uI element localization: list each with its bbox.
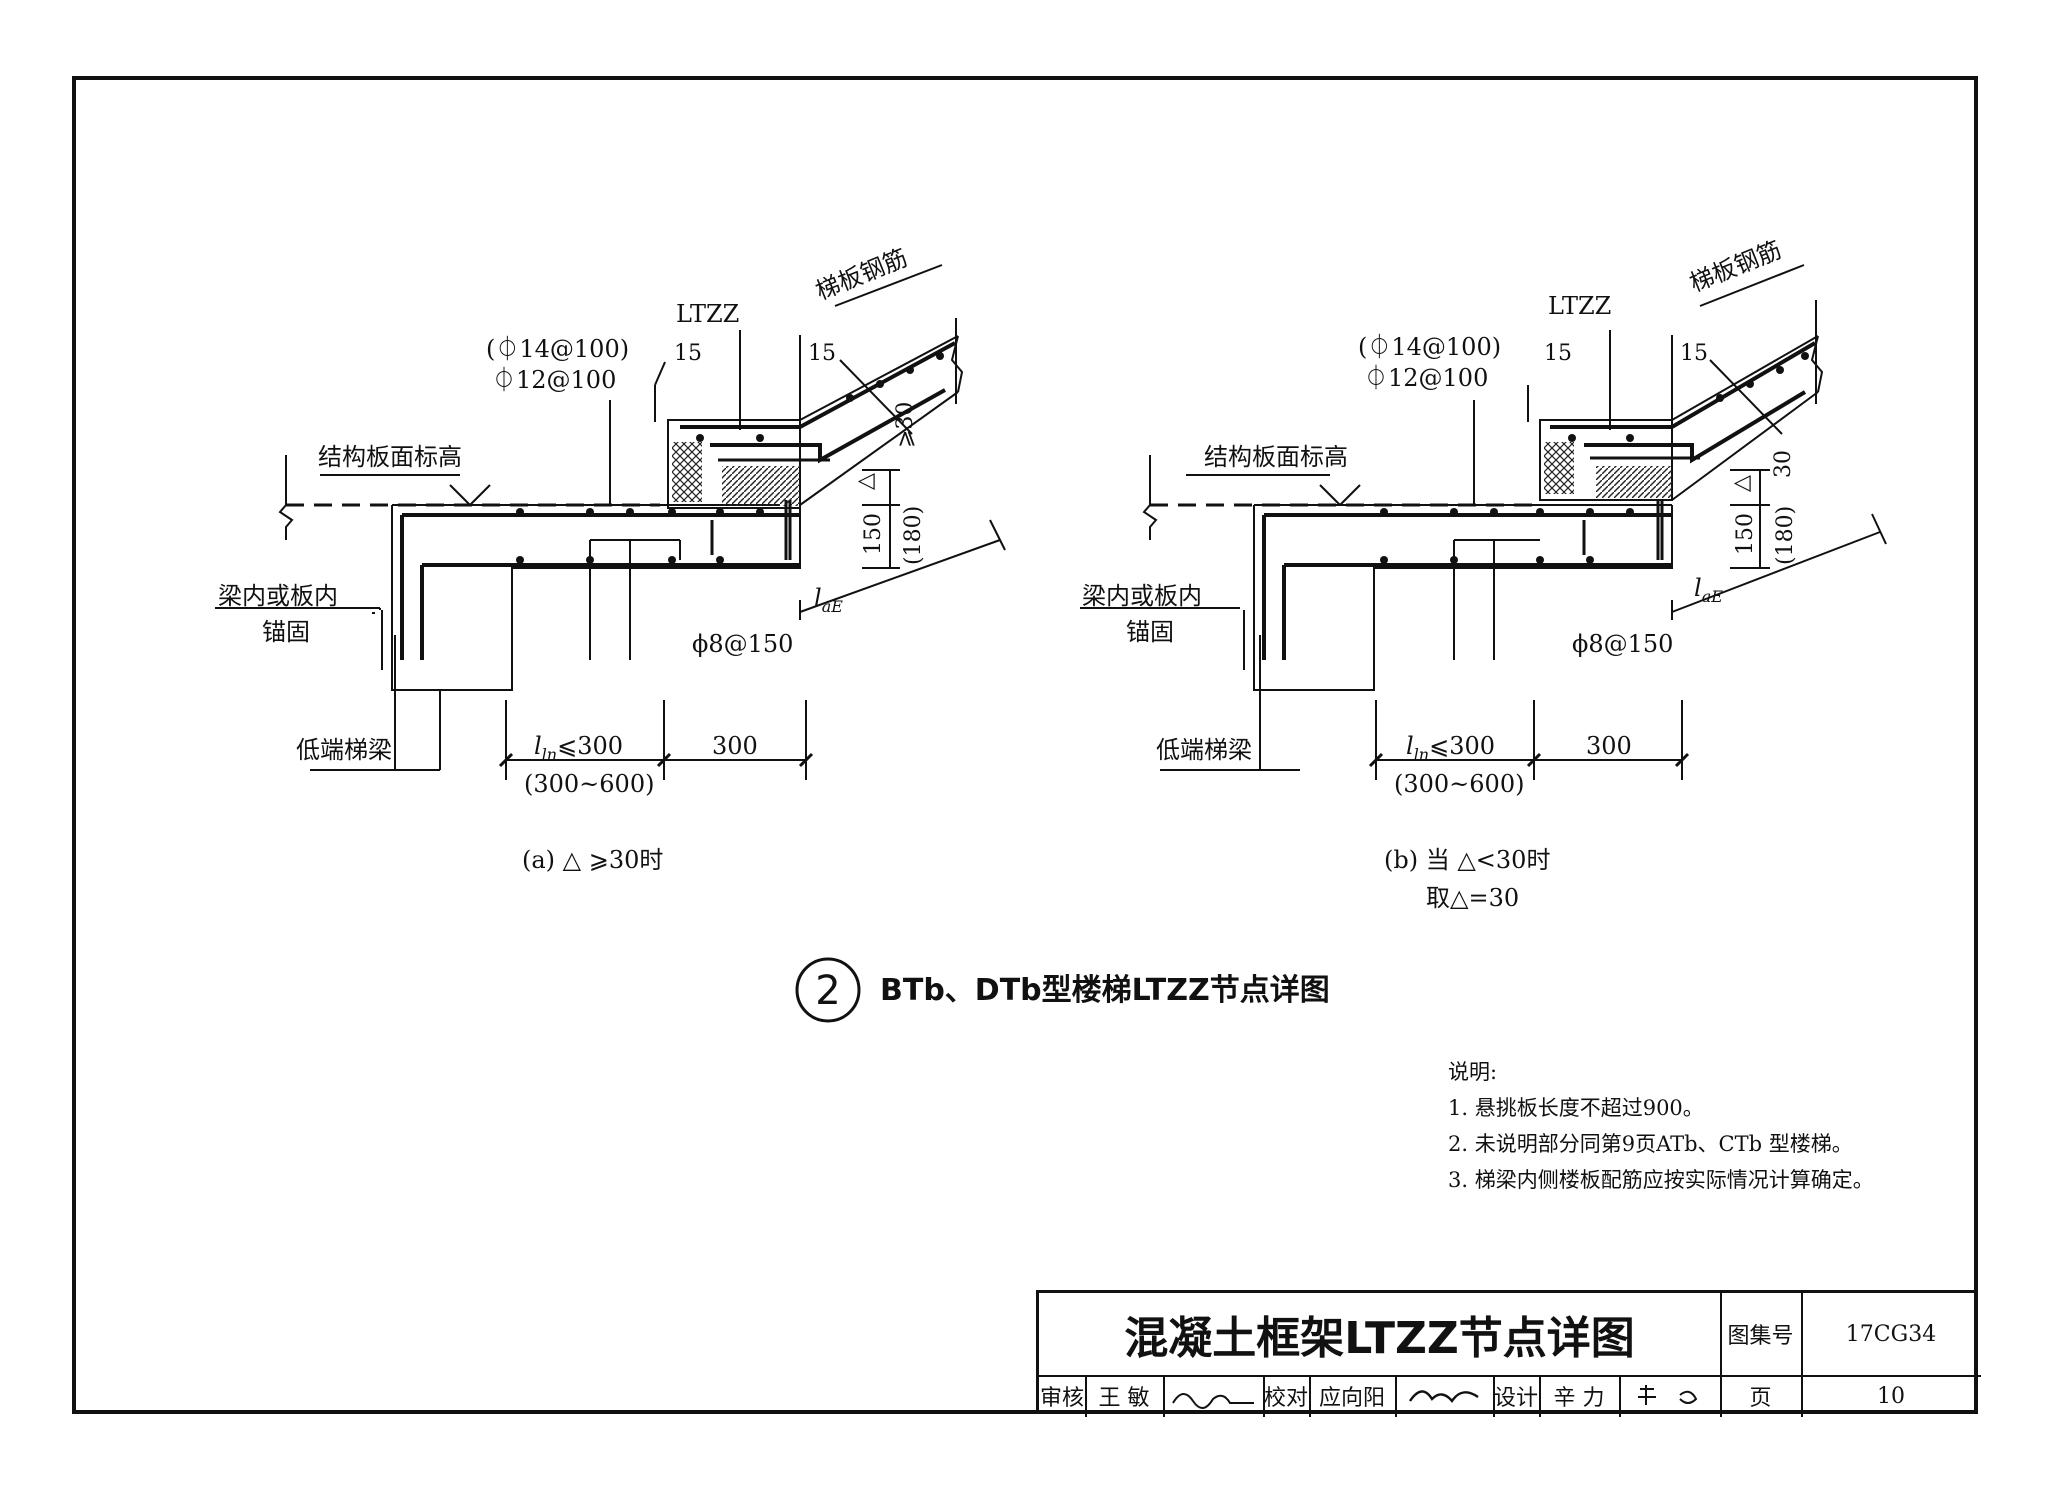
caption-a: (a) △ ⩾30时 bbox=[522, 846, 663, 874]
detail-title: BTb、DTb型楼梯LTZZ节点详图 bbox=[880, 973, 1330, 1008]
rebar-top-label: (⏀14@100) bbox=[486, 335, 629, 363]
drawing-frame bbox=[72, 76, 1978, 1414]
slab-top-label: 结构板面标高 bbox=[1204, 443, 1348, 471]
ltzz-label: LTZZ bbox=[676, 300, 739, 328]
review-label: 审核 bbox=[1039, 1386, 1084, 1411]
detail-number-circle bbox=[795, 957, 861, 1023]
notes-heading: 说明: bbox=[1448, 1060, 1498, 1084]
stair-rebar-label: 梯板钢筋 bbox=[1686, 236, 1785, 298]
design-signature bbox=[1619, 1375, 1720, 1417]
check-name: 应向阳 bbox=[1318, 1386, 1385, 1411]
notes: 说明: 1. 悬挑板长度不超过900。 2. 未说明部分同第9页ATb、CTb … bbox=[1448, 1054, 1874, 1198]
dim-ln-label: lln⩽300 bbox=[534, 732, 623, 764]
note-item: 3. 梯梁内侧楼板配筋应按实际情况计算确定。 bbox=[1448, 1168, 1874, 1192]
design-name: 辛 力 bbox=[1553, 1386, 1605, 1411]
review-signature-mark bbox=[1172, 1393, 1254, 1409]
beam-label: 低端梯梁 bbox=[1156, 736, 1252, 764]
thick180-label: (180) bbox=[901, 506, 926, 565]
cover-left: 15 bbox=[674, 341, 702, 366]
title-block-title: 混凝土框架LTZZ节点详图 bbox=[1039, 1293, 1722, 1375]
lae-label: laE bbox=[1694, 574, 1723, 606]
cover-left: 15 bbox=[1544, 341, 1572, 366]
anchor-label-1: 梁内或板内 bbox=[1082, 582, 1202, 610]
anchor-label-2: 锚固 bbox=[262, 618, 310, 646]
design-label: 设计 bbox=[1493, 1386, 1538, 1411]
detail-number: 2 bbox=[815, 968, 840, 1014]
thick150-label: 150 bbox=[1733, 513, 1758, 555]
check-label: 校对 bbox=[1263, 1386, 1308, 1411]
dim-ln-label: lln⩽300 bbox=[1406, 732, 1495, 764]
page-label: 页 bbox=[1749, 1386, 1772, 1411]
dim-300: 300 bbox=[1586, 732, 1632, 760]
slab-top-label: 结构板面标高 bbox=[318, 443, 462, 471]
review-name: 王 敏 bbox=[1098, 1386, 1150, 1411]
dim-300: 300 bbox=[712, 732, 758, 760]
diagram-a-labels: 结构板面标高 (⏀14@100) ⏀12@100 LTZZ 梯板钢筋 15 15… bbox=[218, 244, 926, 874]
cover-right: 15 bbox=[1680, 341, 1708, 366]
ge30-label: ⩾30 bbox=[893, 402, 918, 448]
anchor-label-2: 锚固 bbox=[1126, 618, 1174, 646]
dim-ln-range: (300~600) bbox=[1394, 770, 1524, 798]
check-signature bbox=[1395, 1375, 1493, 1417]
thick180-label: (180) bbox=[1773, 506, 1798, 565]
design-signature-mark bbox=[1637, 1385, 1697, 1405]
review-signature bbox=[1163, 1375, 1263, 1417]
note-item: 1. 悬挑板长度不超过900。 bbox=[1448, 1096, 1704, 1120]
diagram-a bbox=[215, 264, 1006, 780]
anchor-label-1: 梁内或板内 bbox=[218, 582, 338, 610]
diagram-b bbox=[1080, 264, 1887, 780]
thick150-label: 150 bbox=[861, 513, 886, 555]
stirrup-label: ϕ8@150 bbox=[692, 630, 793, 658]
atlas-label: 图集号 bbox=[1727, 1324, 1794, 1349]
rebar-bottom-label: ⏀12@100 bbox=[492, 366, 616, 394]
stirrup-label: ϕ8@150 bbox=[1572, 630, 1673, 658]
dim-ln-range: (300~600) bbox=[524, 770, 654, 798]
caption-b-2: 取△=30 bbox=[1426, 884, 1519, 912]
note-item: 2. 未说明部分同第9页ATb、CTb 型楼梯。 bbox=[1448, 1132, 1853, 1156]
rebar-top-label: (⏀14@100) bbox=[1358, 333, 1501, 361]
atlas-value: 17CG34 bbox=[1845, 1321, 1937, 1347]
detail-title-group: 2 BTb、DTb型楼梯LTZZ节点详图 bbox=[795, 957, 1330, 1023]
beam-label: 低端梯梁 bbox=[296, 736, 392, 764]
page-value: 10 bbox=[1877, 1383, 1905, 1409]
delta-label: △ bbox=[1729, 475, 1754, 492]
caption-b-1: (b) 当 △<30时 bbox=[1384, 846, 1550, 874]
cover-right: 15 bbox=[808, 341, 836, 366]
diagram-b-labels: 结构板面标高 (⏀14@100) ⏀12@100 LTZZ 梯板钢筋 15 15… bbox=[1082, 236, 1798, 912]
check-signature-mark bbox=[1409, 1390, 1479, 1404]
rebar-bottom-label: ⏀12@100 bbox=[1364, 364, 1488, 392]
lae-label: laE bbox=[814, 584, 843, 616]
title-block: 混凝土框架LTZZ节点详图 图集号 17CG34 页 10 审核 王 敏 校对 … bbox=[1036, 1290, 1981, 1417]
delta-label: △ bbox=[853, 473, 878, 490]
ltzz-label: LTZZ bbox=[1548, 292, 1611, 320]
thirty-label: 30 bbox=[1771, 450, 1796, 478]
